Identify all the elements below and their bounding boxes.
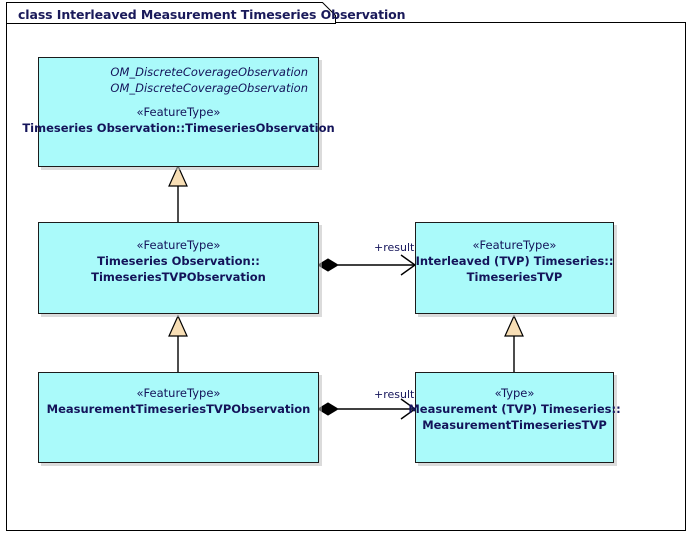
- class-box-timeseries-observation[interactable]: OM_DiscreteCoverageObservation OM_Discre…: [22, 57, 335, 167]
- class-box-measurement-timeseries-tvp[interactable]: «Type» Measurement (TVP) Timeseries:: Me…: [408, 372, 621, 463]
- inherited-interface-2: OM_DiscreteCoverageObservation: [110, 81, 308, 95]
- class-name-line-2: TimeseriesTVPObservation: [91, 270, 266, 284]
- inherited-interface-1: OM_DiscreteCoverageObservation: [110, 65, 308, 79]
- class-name: Timeseries Observation::TimeseriesObserv…: [22, 121, 335, 135]
- class-name-line-1: Interleaved (TVP) Timeseries::: [415, 254, 614, 268]
- diagram-frame: [6, 22, 686, 531]
- class-name-line-1: Measurement (TVP) Timeseries::: [408, 402, 621, 416]
- stereotype-label: «Type»: [494, 386, 535, 400]
- stereotype-label: «FeatureType»: [472, 238, 557, 252]
- stereotype-label: «FeatureType»: [136, 105, 221, 119]
- class-name-line-2: TimeseriesTVP: [466, 270, 563, 284]
- class-name-line-1: Timeseries Observation::: [97, 254, 260, 268]
- stereotype-label: «FeatureType»: [136, 386, 221, 400]
- class-box-measurement-timeseries-tvp-observation[interactable]: «FeatureType» MeasurementTimeseriesTVPOb…: [38, 372, 319, 463]
- composition-label-result-bottom: +result: [374, 388, 415, 401]
- class-box-timeseries-tvp[interactable]: «FeatureType» Interleaved (TVP) Timeseri…: [415, 222, 614, 314]
- class-name: MeasurementTimeseriesTVPObservation: [46, 402, 311, 416]
- class-name-line-2: MeasurementTimeseriesTVP: [422, 418, 607, 432]
- frame-tab-shape-icon: [6, 2, 336, 24]
- class-box-timeseries-tvp-observation[interactable]: «FeatureType» Timeseries Observation:: T…: [38, 222, 319, 314]
- diagram-title: class Interleaved Measurement Timeseries…: [18, 7, 406, 22]
- composition-label-result-top: +result: [374, 241, 415, 254]
- stereotype-label: «FeatureType»: [136, 238, 221, 252]
- diagram-frame-tab: class Interleaved Measurement Timeseries…: [6, 2, 406, 24]
